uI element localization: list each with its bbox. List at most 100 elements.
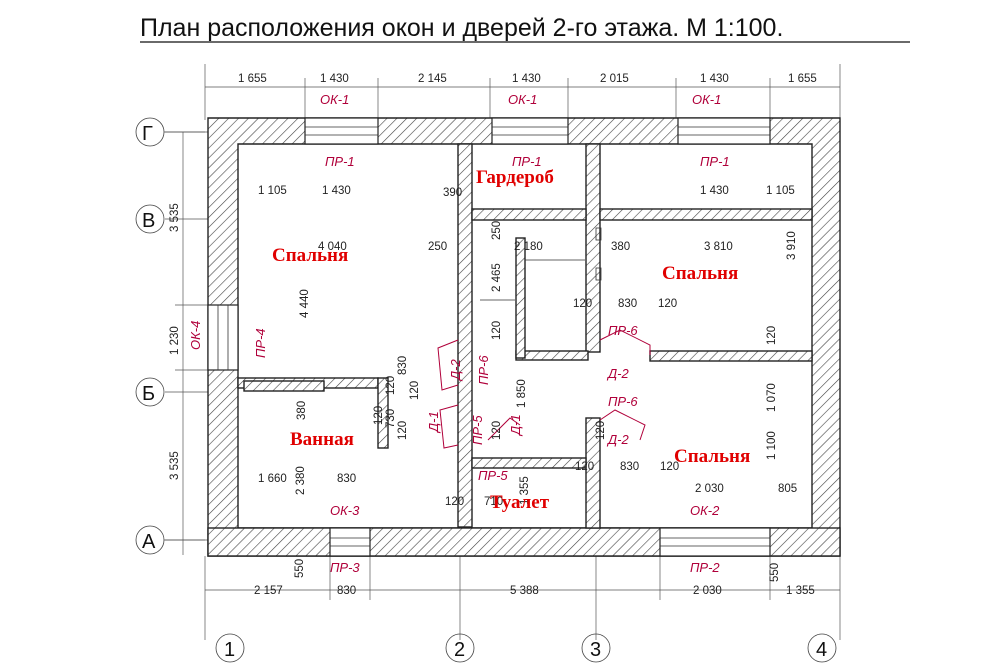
dim-120h: 120 [397, 421, 409, 440]
dim-2180: 2 180 [514, 241, 543, 253]
dim-120m: 120 [660, 461, 679, 473]
mark-pr1-b: ПР-1 [512, 154, 542, 169]
opening-marks: ОК-1 ОК-1 ОК-1 ПР-1 ПР-1 ПР-1 ОК-4 ПР-4 … [188, 92, 730, 575]
top-dimension-lines [204, 64, 841, 120]
dim-r1-b: 1 430 [322, 185, 351, 197]
dim-top-6: 1 430 [700, 73, 729, 85]
axis-3: 3 [590, 639, 601, 661]
mark-pr5-a: ПР-5 [470, 415, 485, 445]
dim-4440: 4 440 [299, 289, 311, 318]
mark-ok2: ОК-2 [690, 503, 720, 518]
dimension-labels: 1 655 1 430 2 145 1 430 2 015 1 430 1 65… [169, 73, 817, 597]
mark-ok1-b: ОК-1 [508, 92, 537, 107]
mark-pr5-b: ПР-5 [478, 468, 508, 483]
windows [207, 117, 771, 557]
dim-left-2: 1 230 [169, 326, 181, 355]
room-toilet: Туалет [490, 492, 550, 513]
window-ok3 [329, 527, 371, 557]
dim-top-1: 1 655 [238, 73, 267, 85]
room-bathroom: Ванная [290, 429, 354, 450]
window-ok1-middle [491, 117, 569, 145]
mark-pr2: ПР-2 [690, 560, 720, 575]
dim-550b: 550 [769, 563, 781, 582]
dim-top-7: 1 655 [788, 73, 817, 85]
mark-pr1-c: ПР-1 [700, 154, 730, 169]
dim-2030a: 2 030 [695, 483, 724, 495]
mark-pr3: ПР-3 [330, 560, 360, 575]
window-ok2 [659, 527, 771, 557]
mark-ok3: ОК-3 [330, 503, 360, 518]
dim-830b: 830 [397, 356, 409, 375]
dim-bot-3: 5 388 [510, 585, 539, 597]
dim-1850: 1 850 [516, 379, 528, 408]
mark-ok4: ОК-4 [188, 321, 203, 350]
axis-v: В [142, 210, 155, 232]
dim-top-4: 1 430 [512, 73, 541, 85]
dim-380a: 380 [611, 241, 630, 253]
dim-120b: 120 [658, 298, 677, 310]
dim-830c: 830 [620, 461, 639, 473]
dim-830a: 830 [618, 298, 637, 310]
mark-pr6-c: ПР-6 [608, 394, 638, 409]
dim-120a: 120 [573, 298, 592, 310]
window-ok1-right [677, 117, 771, 145]
dim-r1-c: 390 [443, 187, 462, 199]
dim-2380: 2 380 [295, 466, 307, 495]
dim-top-2: 1 430 [320, 73, 349, 85]
dim-830-vert: 120 [409, 381, 421, 400]
axis-b: Б [142, 383, 155, 405]
dim-bot-1: 2 157 [254, 585, 283, 597]
dim-r1-a: 1 105 [258, 185, 287, 197]
interior-walls [237, 143, 813, 529]
dim-r1-e: 1 105 [766, 185, 795, 197]
room-bedroom-left: Спальня [272, 245, 348, 266]
axis-markers: Г В Б А 1 2 3 4 [135, 117, 837, 663]
mark-pr6-a: ПР-6 [476, 355, 491, 385]
dim-250b: 250 [491, 221, 503, 240]
dim-120d: 120 [766, 326, 778, 345]
dim-120-120: 120 [385, 376, 397, 395]
dim-120c: 120 [491, 321, 503, 340]
mark-d1-b: Д-1 [508, 414, 523, 437]
dim-bot-4: 2 030 [693, 585, 722, 597]
dim-120j: 120 [595, 421, 607, 440]
plan-title: План расположения окон и дверей 2-го эта… [140, 14, 783, 42]
dim-4040: 4 040 [318, 241, 347, 253]
dim-bot-2: 830 [337, 585, 356, 597]
window-ok4 [207, 304, 239, 371]
axis-4: 4 [816, 639, 827, 661]
dim-2465: 2 465 [491, 263, 503, 292]
mark-pr4: ПР-4 [253, 328, 268, 358]
window-ok1-left [304, 117, 379, 145]
axis-2: 2 [454, 639, 465, 661]
dim-120i: 120 [491, 421, 503, 440]
mark-pr6-b: ПР-6 [608, 323, 638, 338]
dim-120k: 120 [575, 461, 594, 473]
dim-left-3: 3 535 [169, 451, 181, 480]
mark-d2-b: Д-2 [606, 366, 629, 381]
bottom-dimension-lines [204, 556, 841, 640]
dim-120n: 120 [445, 496, 464, 508]
dim-120g: 120 [373, 406, 385, 425]
dim-3910: 3 910 [786, 231, 798, 260]
axis-g: Г [142, 123, 153, 145]
axis-1: 1 [224, 639, 235, 661]
dim-1355v: 1 355 [519, 476, 531, 505]
mark-ok1-a: ОК-1 [320, 92, 349, 107]
room-labels: Спальня Гардероб Спальня Ванная Туалет С… [272, 167, 750, 513]
mark-d2-c: Д-2 [606, 432, 629, 447]
dim-380b: 380 [296, 401, 308, 420]
dim-3810: 3 810 [704, 241, 733, 253]
axis-a: А [142, 531, 156, 553]
room-wardrobe: Гардероб [476, 167, 554, 188]
room-bedroom-right-top: Спальня [662, 263, 738, 284]
dim-left-1: 3 535 [169, 203, 181, 232]
dim-830d: 830 [337, 473, 356, 485]
dim-1660: 1 660 [258, 473, 287, 485]
mark-d2-a: Д-2 [448, 359, 463, 382]
dim-730: 730 [385, 409, 397, 428]
mark-d1-a: Д-1 [426, 411, 441, 434]
dim-r1-d: 1 430 [700, 185, 729, 197]
dim-top-5: 2 015 [600, 73, 629, 85]
